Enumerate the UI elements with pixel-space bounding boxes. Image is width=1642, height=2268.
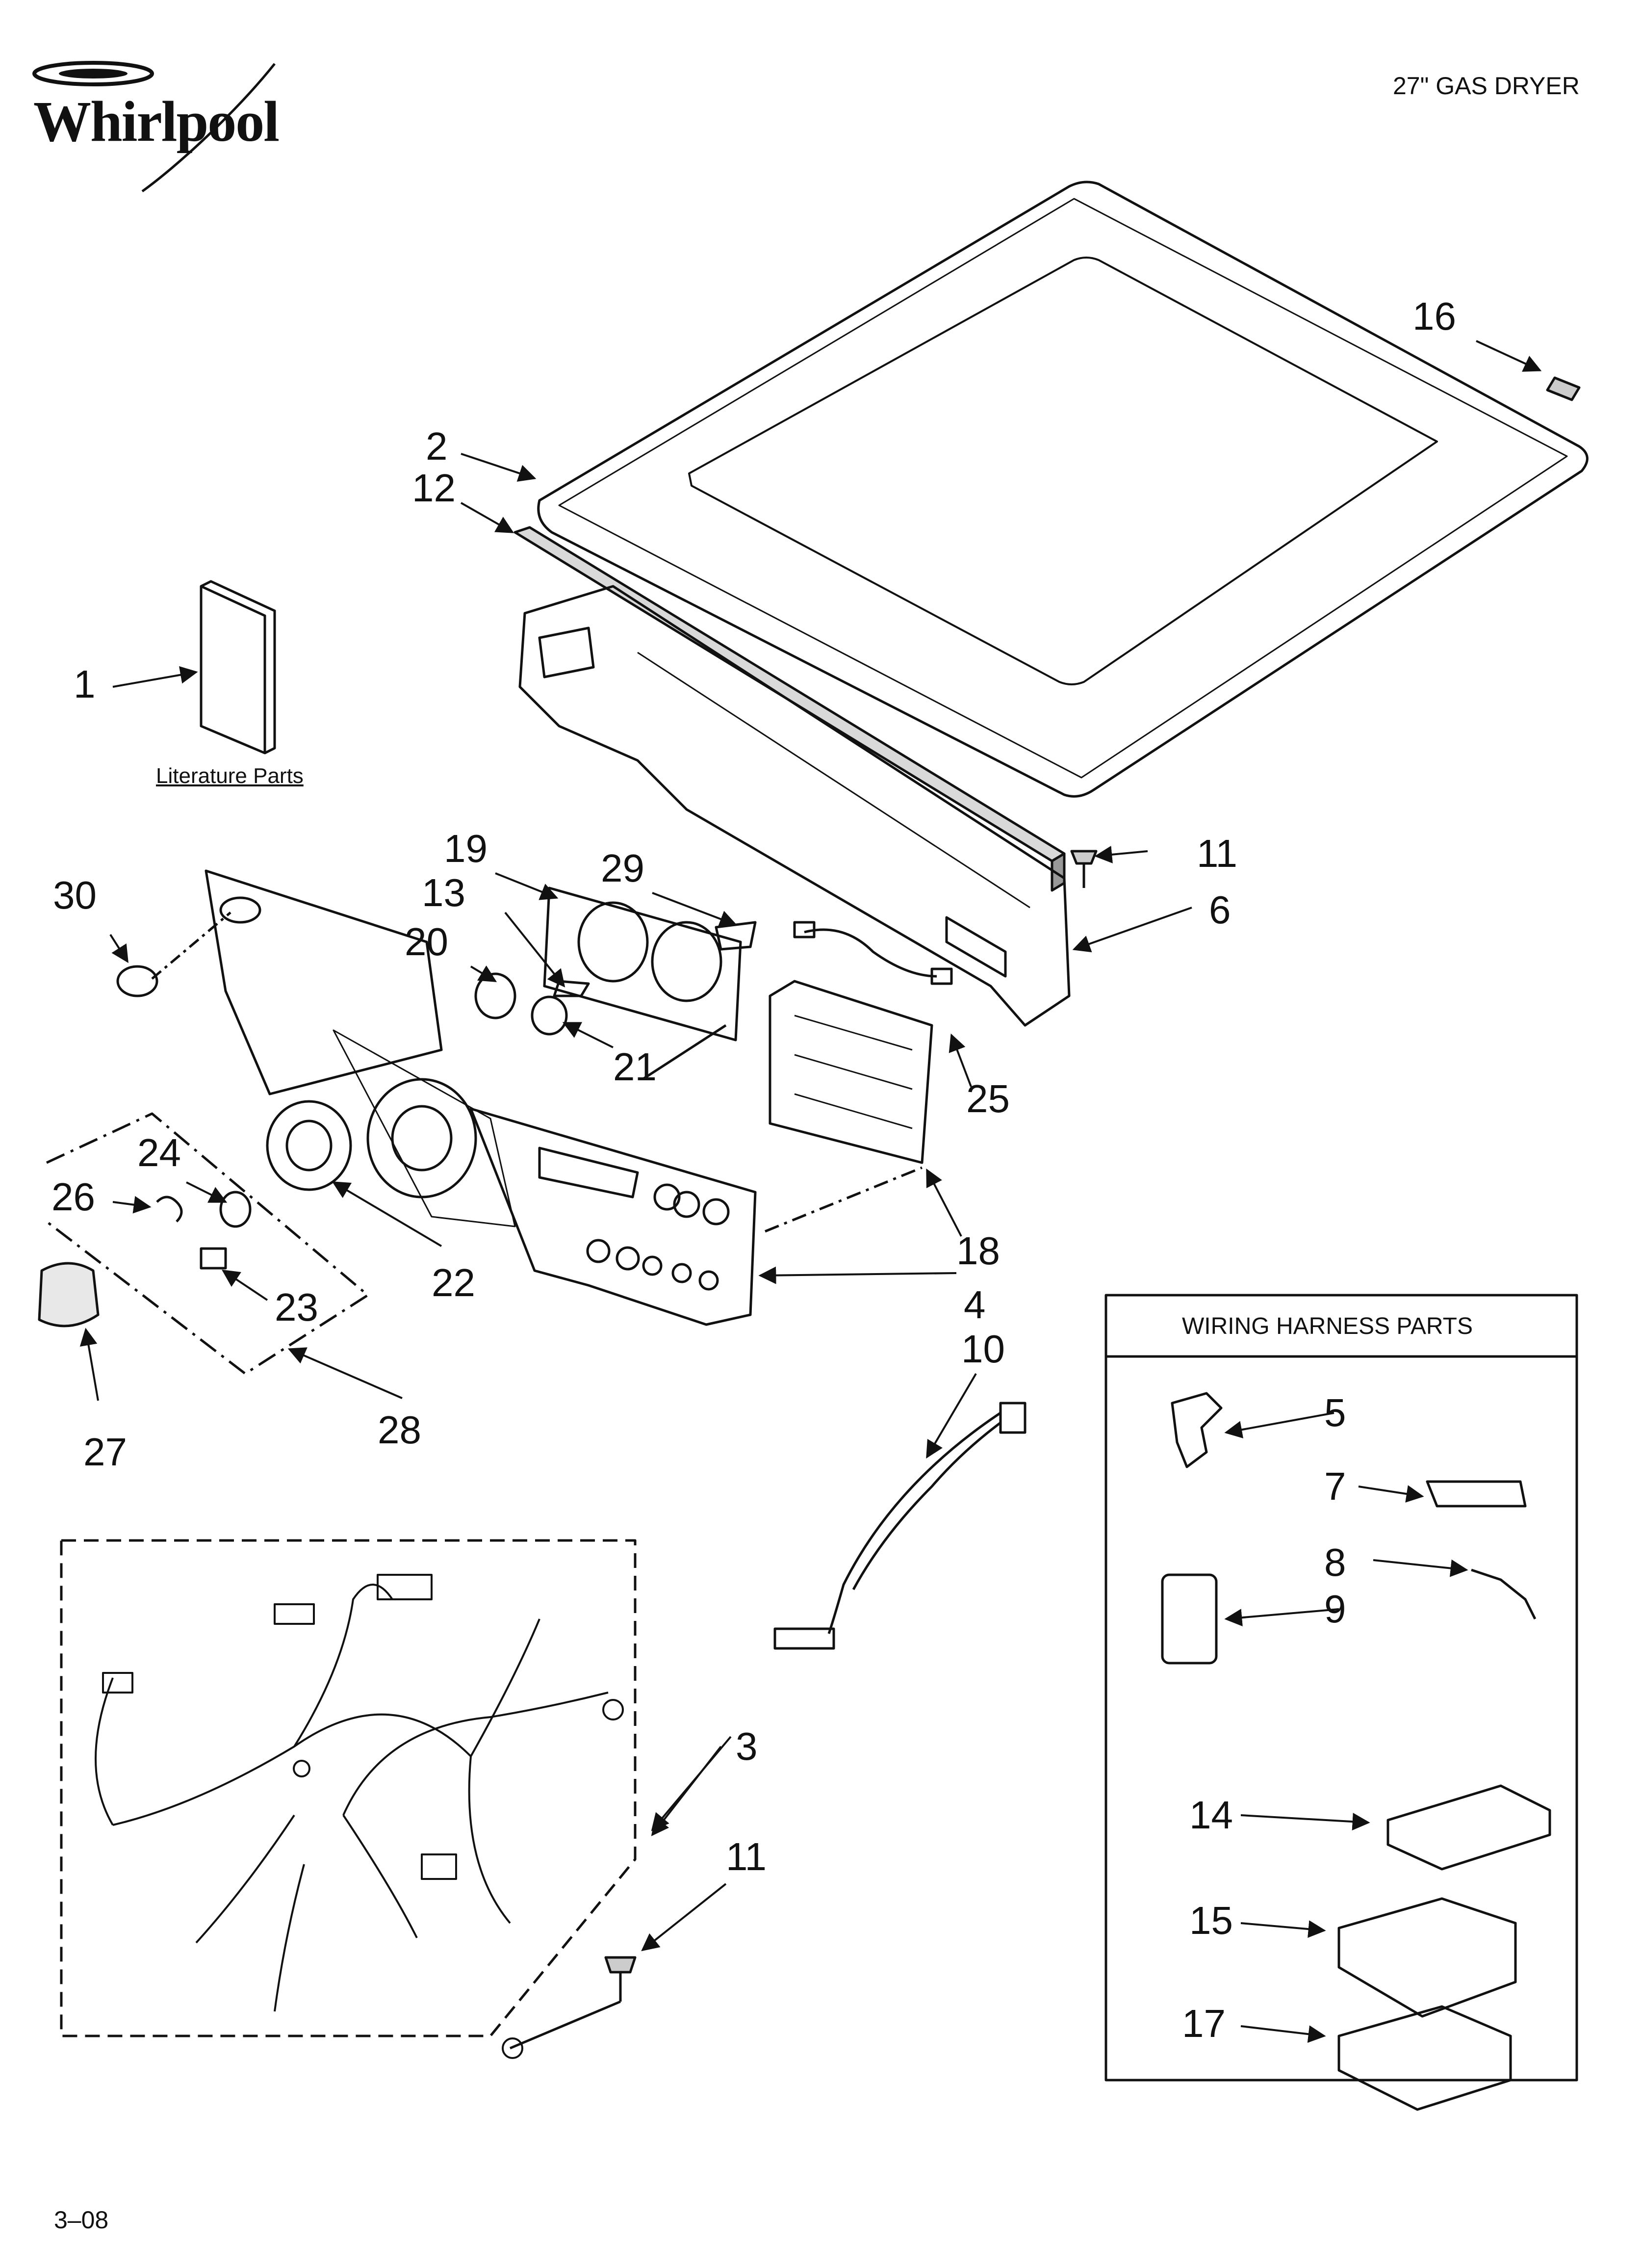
callout-5: 5 (1324, 1391, 1346, 1434)
callout-29: 29 (601, 846, 644, 890)
callout-30: 30 (53, 873, 97, 917)
knob-27 (38, 1262, 100, 1328)
switch-13 (553, 980, 590, 997)
knob-base-22 (266, 1078, 477, 1199)
literature-booklet (200, 580, 276, 755)
callout-25: 25 (966, 1077, 1010, 1121)
main-harness-3 (95, 1574, 624, 2059)
callout-17: 17 (1182, 2002, 1226, 2045)
top-panel (537, 181, 1589, 798)
callout-19: 19 (444, 827, 487, 870)
screw-11-upper (1070, 850, 1098, 888)
knob-kit-outline-28 (46, 1112, 369, 1375)
callout-14: 14 (1189, 1793, 1233, 1837)
callout-13: 13 (422, 871, 465, 914)
callout-24: 24 (137, 1131, 181, 1174)
seal-30 (116, 965, 158, 997)
console-panel-4 (205, 869, 757, 1326)
whirlpool-logo: Whirlpool (20, 54, 334, 201)
callout-27: 27 (83, 1430, 127, 1474)
callout-7: 7 (1324, 1464, 1346, 1508)
clip-5 (1171, 1392, 1223, 1468)
housing-17 (1337, 2005, 1512, 2111)
callout-10: 10 (961, 1327, 1005, 1371)
screw-16 (1546, 376, 1581, 401)
console-bracket-6 (518, 585, 1071, 1027)
callout-20: 20 (405, 920, 448, 964)
spring-26 (156, 1196, 183, 1223)
connector-7 (1426, 1480, 1527, 1508)
callout-4: 4 (964, 1283, 986, 1327)
logo-swirl-icon (32, 61, 276, 193)
callout-8: 8 (1324, 1540, 1346, 1584)
bracket-29 (715, 921, 757, 951)
connector-9 (1161, 1573, 1218, 1665)
callout-26: 26 (51, 1175, 95, 1219)
model-title: 27" GAS DRYER (1393, 72, 1580, 100)
housing-15 (1337, 1897, 1517, 2018)
callout-23: 23 (275, 1285, 318, 1329)
wiring-box-title: WIRING HARNESS PARTS (1182, 1313, 1473, 1339)
trim-strip-12 (513, 526, 1066, 892)
callout-12: 12 (412, 466, 456, 510)
wiring-harness-parts-box (1104, 1294, 1578, 2111)
screw-11-lower (510, 1956, 637, 2050)
callout-2: 2 (426, 424, 448, 468)
callout-28: 28 (378, 1408, 421, 1452)
harness-25 (804, 928, 937, 978)
callout-21: 21 (613, 1045, 657, 1089)
leader-arrows (79, 340, 1542, 2043)
brand-logo-text: Whirlpool (33, 89, 280, 154)
clip-23 (200, 1247, 227, 1270)
callout-9: 9 (1324, 1587, 1346, 1631)
harness-box-3 (60, 1539, 637, 2037)
literature-parts-label: Literature Parts (156, 764, 304, 788)
encoder-21 (531, 995, 568, 1036)
interface-board-18 (769, 980, 933, 1164)
callout-15: 15 (1189, 1899, 1233, 1942)
control-board-19 (543, 886, 742, 1042)
callout-18: 18 (956, 1229, 1000, 1273)
callout-1: 1 (74, 662, 96, 706)
callout-3: 3 (736, 1724, 758, 1768)
callout-11-lower: 11 (726, 1835, 767, 1878)
callout-11: 11 (1197, 832, 1238, 875)
harness-10 (773, 1402, 1026, 1650)
revision-code: 3–08 (54, 2206, 109, 2234)
callout-6: 6 (1209, 888, 1231, 932)
module-14 (1386, 1784, 1551, 1871)
terminal-8 (1471, 1568, 1537, 1620)
knob-insert-24 (219, 1191, 252, 1228)
callout-16: 16 (1412, 294, 1456, 338)
callout-22: 22 (432, 1261, 475, 1304)
